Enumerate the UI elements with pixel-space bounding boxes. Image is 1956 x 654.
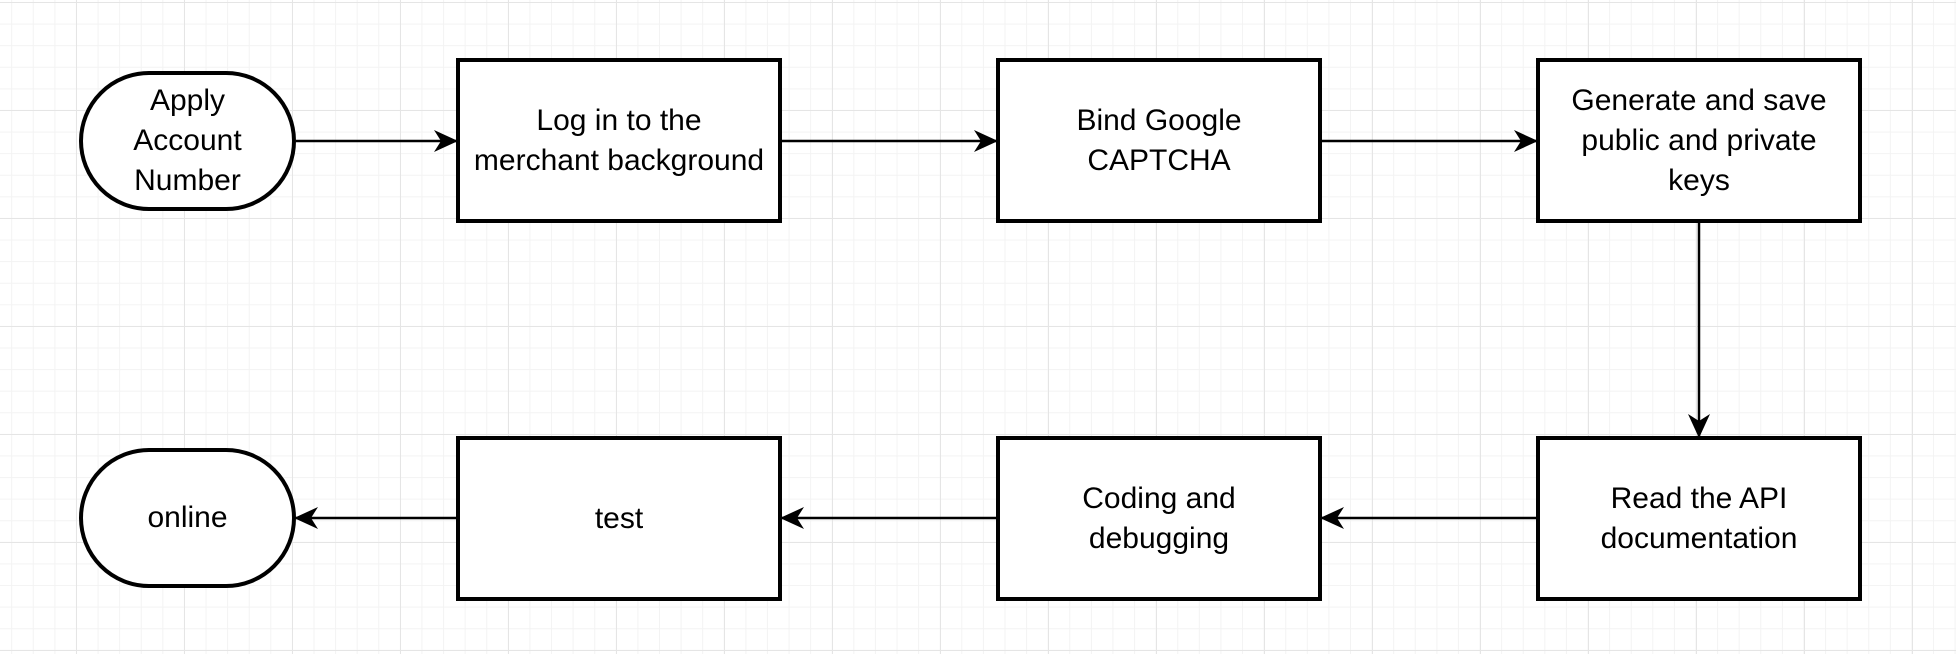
end-node-online[interactable]: online [79, 448, 296, 588]
process-node-test[interactable]: test [456, 436, 782, 601]
node-label: online [147, 501, 228, 534]
node-label: test [594, 501, 644, 535]
